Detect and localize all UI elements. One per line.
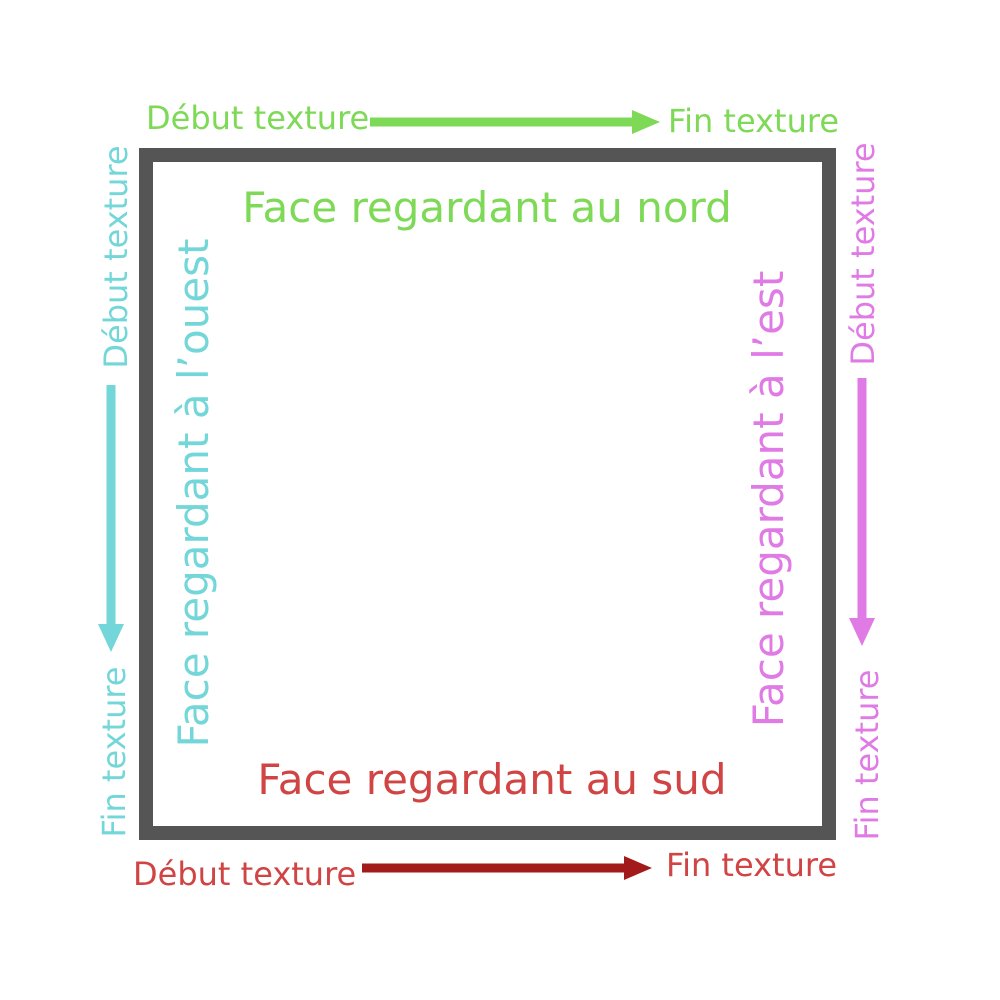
north-face-label: Face regardant au nord xyxy=(242,183,731,232)
south-arrow-head xyxy=(624,856,652,880)
north-start-label: Début texture xyxy=(146,99,369,137)
west-end-label: Fin texture xyxy=(95,667,133,838)
east-start-label: Début texture xyxy=(844,142,882,365)
north-end-label: Fin texture xyxy=(668,102,839,140)
east-face-label: Face regardant à l’est xyxy=(744,271,793,728)
south-start-label: Début texture xyxy=(133,855,356,893)
north-arrow-head xyxy=(632,110,660,134)
west-face-label: Face regardant à l’ouest xyxy=(169,239,218,748)
west-start-label: Début texture xyxy=(97,145,135,368)
south-end-label: Fin texture xyxy=(666,846,837,884)
west-arrow-head xyxy=(98,624,124,652)
south-face-label: Face regardant au sud xyxy=(257,755,726,804)
room-square xyxy=(139,148,836,840)
east-end-label: Fin texture xyxy=(848,670,886,841)
east-arrow-head xyxy=(849,618,875,646)
